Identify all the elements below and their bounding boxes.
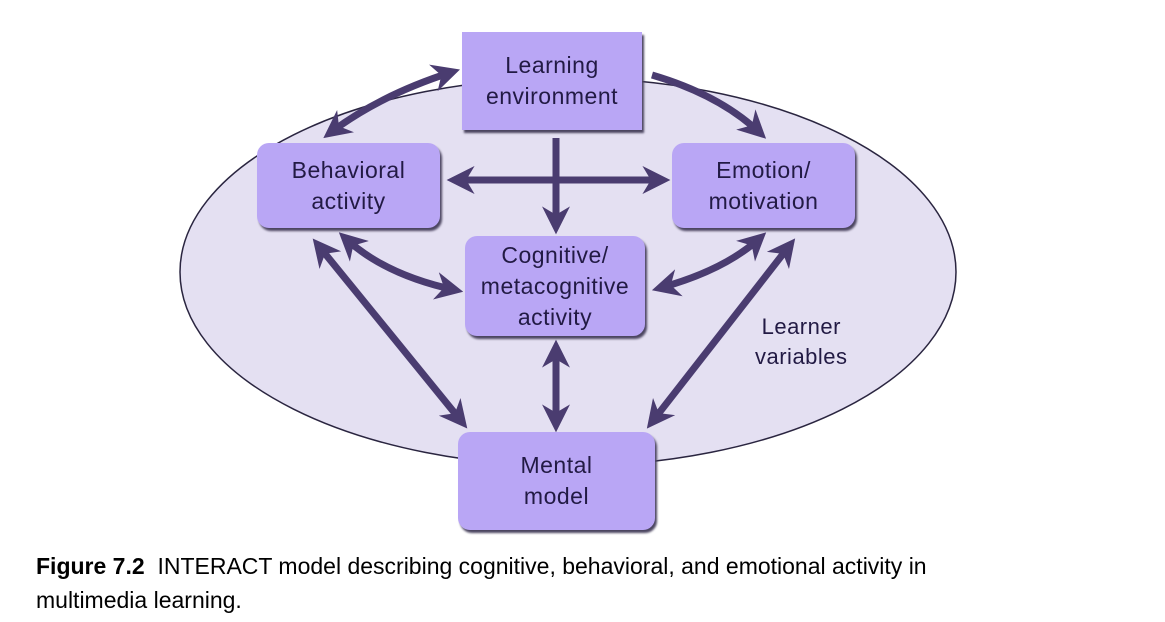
arrow-emotion-mental bbox=[646, 238, 796, 429]
node-behavioral-activity: Behavioral activity bbox=[257, 143, 440, 228]
arrow-behavioral-mental bbox=[312, 238, 468, 429]
node-learning-environment: Learning environment bbox=[462, 32, 642, 130]
node-label: Cognitive/ bbox=[501, 241, 609, 268]
node-label: Learning bbox=[505, 52, 599, 78]
node-label: metacognitive bbox=[480, 272, 630, 299]
caption-text-line2: multimedia learning. bbox=[36, 587, 242, 613]
arrow-env-behavioral bbox=[323, 64, 461, 139]
region-label-line: Learner bbox=[761, 314, 841, 339]
figure-number: Figure 7.2 bbox=[36, 553, 145, 579]
arrow-env-emotion bbox=[651, 71, 767, 139]
learner-variables-label: Learner variables bbox=[755, 312, 848, 372]
node-cognitive-metacognitive-activity: Cognitive/ metacognitive activity bbox=[465, 236, 645, 336]
node-label: Behavioral bbox=[291, 156, 406, 183]
caption-text: INTERACT model describing cognitive, beh… bbox=[157, 553, 927, 579]
region-label-line: variables bbox=[755, 344, 848, 369]
node-label: activity bbox=[517, 303, 593, 330]
node-label: motivation bbox=[708, 187, 819, 214]
node-label: environment bbox=[485, 83, 619, 109]
node-label: Mental bbox=[520, 452, 593, 478]
node-mental-model: Mental model bbox=[458, 432, 655, 530]
node-label: model bbox=[523, 483, 590, 509]
node-emotion-motivation: Emotion/ motivation bbox=[672, 143, 855, 228]
node-label: Emotion/ bbox=[716, 156, 811, 183]
node-label: activity bbox=[311, 187, 386, 214]
figure-caption: Figure 7.2 INTERACT model describing cog… bbox=[36, 549, 1136, 617]
